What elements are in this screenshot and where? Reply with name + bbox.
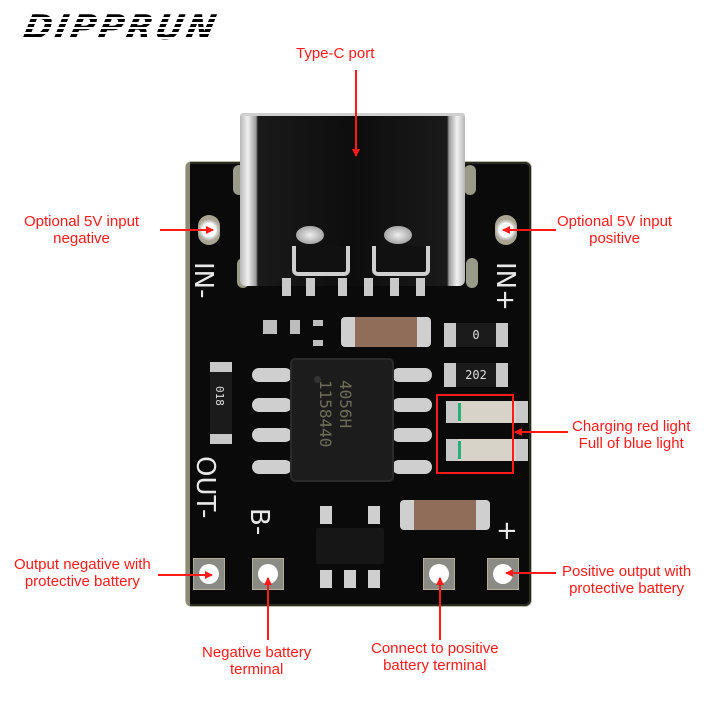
smd-pad: [290, 320, 300, 334]
callout-output-negative: Output negative with protective battery: [14, 556, 151, 590]
usb-shell-tab-right-lower: [466, 258, 478, 288]
callout-line: Charging red light: [572, 418, 691, 435]
resistor-018: 018: [210, 362, 232, 444]
callout-battery-positive: Connect to positive battery terminal: [371, 640, 499, 674]
pad-out-negative: [193, 558, 225, 590]
callout-line: protective battery: [569, 580, 685, 597]
callout-battery-negative: Negative battery terminal: [202, 644, 311, 678]
input-positive-hole: [495, 215, 517, 245]
usb-pin: [390, 278, 399, 296]
ic-leg: [392, 428, 432, 442]
callout-line: positive: [589, 230, 640, 247]
usb-type-c-port: [240, 113, 465, 286]
usb-pin: [416, 278, 425, 296]
charger-ic-chip: 4056H 1158440: [292, 360, 392, 480]
usb-latch-left: [292, 246, 350, 276]
callout-line: Positive output with: [562, 563, 692, 580]
usb-shell-tab-right-upper: [464, 165, 476, 195]
usb-pin: [306, 278, 315, 296]
sot-leg: [320, 506, 332, 524]
ic-leg: [252, 398, 292, 412]
ic-leg: [252, 460, 292, 474]
callout-line: terminal: [229, 661, 284, 678]
pcb-board-edge: [186, 162, 190, 606]
ic-marking-line1: 4056H: [336, 380, 355, 429]
sot-leg: [344, 570, 356, 588]
usb-rivet-right: [384, 226, 412, 244]
sot-leg: [368, 506, 380, 524]
pad-out-positive: [487, 558, 519, 590]
callout-line: battery terminal: [383, 657, 487, 674]
usb-latch-right: [372, 246, 430, 276]
brand-logo-text: DIPPRUN: [19, 8, 223, 48]
callout-line: Output negative with: [14, 556, 151, 573]
capacitor-top: [341, 317, 431, 347]
callout-line: Negative battery: [202, 644, 312, 661]
led-highlight-box: [436, 394, 514, 474]
smd-pad: [313, 320, 323, 326]
callout-line: Optional 5V input: [24, 213, 140, 230]
pad-battery-positive: [423, 558, 455, 590]
callout-line: negative: [53, 230, 110, 247]
callout-type-c: Type-C port: [296, 45, 374, 62]
silk-out-negative: OUT-: [190, 456, 220, 519]
usb-rivet-left: [296, 226, 324, 244]
sot-leg: [368, 570, 380, 588]
usb-pin: [338, 278, 347, 296]
ic-marking-line2: 1158440: [316, 380, 335, 448]
resistor-202: 202: [444, 363, 508, 387]
capacitor-bottom: [400, 500, 490, 530]
led-charging-red: [446, 401, 528, 423]
callout-line: Full of blue light: [578, 435, 684, 452]
ic-leg: [252, 428, 292, 442]
ic-leg: [392, 460, 432, 474]
silk-in-negative: IN-: [188, 262, 218, 299]
silk-plus: +: [496, 516, 518, 546]
protection-ic-sot: [316, 528, 384, 564]
callout-input-negative: Optional 5V input negative: [24, 213, 139, 247]
ic-pin1-dot: [314, 376, 321, 383]
usb-pin: [364, 278, 373, 296]
input-negative-hole: [198, 215, 220, 245]
callout-input-positive: Optional 5V input positive: [557, 213, 672, 247]
callout-type-c-text: Type-C port: [296, 45, 375, 62]
smd-pad: [263, 320, 277, 334]
brand-logo: DIPPRUN: [12, 8, 223, 48]
usb-pin: [282, 278, 291, 296]
ic-leg: [252, 368, 292, 382]
pad-battery-negative: [252, 558, 284, 590]
silk-in-positive: IN+: [490, 262, 520, 311]
sot-leg: [320, 570, 332, 588]
callout-line: Optional 5V input: [557, 213, 673, 230]
ic-leg: [392, 398, 432, 412]
callout-output-positive: Positive output with protective battery: [562, 563, 691, 597]
ic-leg: [392, 368, 432, 382]
callout-line: protective battery: [24, 573, 140, 590]
silk-b-negative: B-: [244, 508, 274, 536]
resistor-0: 0: [444, 323, 508, 347]
callout-leds: Charging red light Full of blue light: [572, 418, 690, 452]
callout-line: Connect to positive: [371, 640, 499, 657]
led-full-blue: [446, 439, 528, 461]
smd-pad: [313, 340, 323, 346]
resistor-018-marking: 018: [213, 386, 226, 406]
